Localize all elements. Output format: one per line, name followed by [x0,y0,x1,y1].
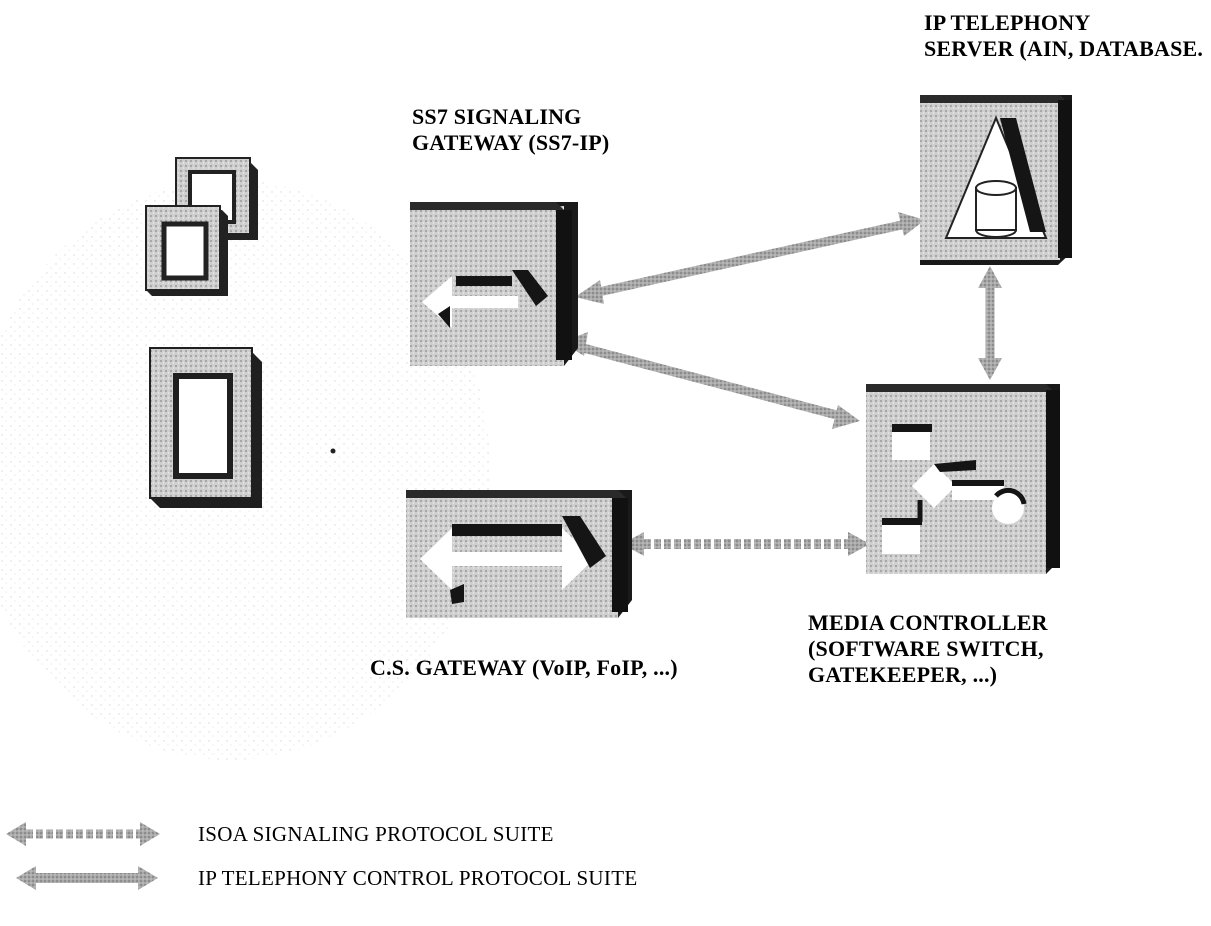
ip-telephony-server-label-line-1: IP TELEPHONY [924,10,1203,36]
media-controller-label: MEDIA CONTROLLER (SOFTWARE SWITCH, GATEK… [808,610,1048,688]
media-controller-label-line-3: GATEKEEPER, ...) [808,662,1048,688]
connection-cs-gateway-to-media-controller [622,532,870,556]
ss7-gateway-label-line-2: GATEWAY (SS7-IP) [412,130,609,156]
ss7-gateway-box [410,202,578,366]
stray-dot [331,449,336,454]
cs-gateway-label: C.S. GATEWAY (VoIP, FoIP, ...) [370,655,678,681]
cs-gateway-box [406,490,632,618]
connection-ip-server-to-media-controller [978,266,1002,380]
legend-item-ip-telephony-control: IP TELEPHONY CONTROL PROTOCOL SUITE [198,866,637,890]
connection-ss7-to-ip-server [575,212,925,304]
terminal-icon [150,348,262,508]
media-controller-label-line-2: (SOFTWARE SWITCH, [808,636,1048,662]
ss7-gateway-label-line-1: SS7 SIGNALING [412,104,609,130]
ip-telephony-server-label-line-2: SERVER (AIN, DATABASE. [924,36,1203,62]
media-controller-label-line-1: MEDIA CONTROLLER [808,610,1048,636]
connection-ss7-to-media-controller [562,332,860,429]
legend-dashed-arrow-icon [6,822,160,846]
cs-gateway-label-line-1: C.S. GATEWAY (VoIP, FoIP, ...) [370,655,678,681]
ss7-gateway-label: SS7 SIGNALING GATEWAY (SS7-IP) [412,104,609,156]
ip-telephony-server-label: IP TELEPHONY SERVER (AIN, DATABASE. [924,10,1203,62]
legend-item-isoa-signaling: ISOA SIGNALING PROTOCOL SUITE [198,822,554,846]
legend-solid-arrow-icon [16,866,158,890]
database-cylinder-icon [976,181,1016,237]
ip-telephony-server-box [920,95,1072,265]
media-controller-box [866,384,1060,574]
